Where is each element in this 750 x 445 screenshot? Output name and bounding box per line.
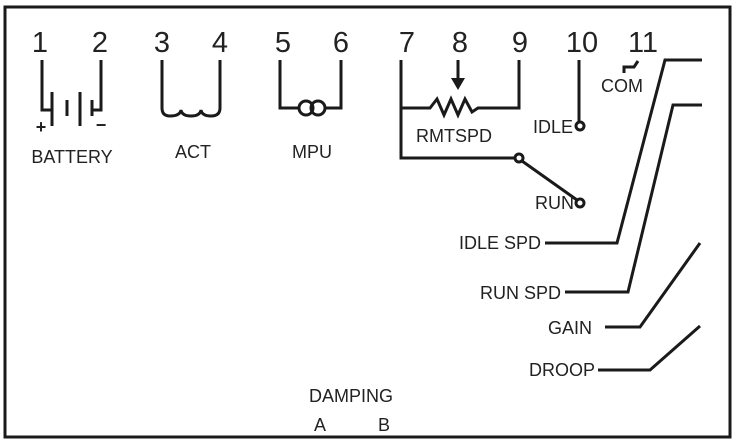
- actuator-coil: ACT: [160, 60, 222, 162]
- run-label: RUN: [535, 193, 574, 213]
- diagram-border: [3, 5, 732, 439]
- droop-label: DROOP: [529, 360, 595, 380]
- terminal-9: 9: [512, 27, 528, 59]
- idle-spd-label: IDLE SPD: [459, 233, 541, 253]
- battery-label: BATTERY: [31, 147, 112, 167]
- battery-plus: +: [36, 117, 47, 137]
- terminal-1: 1: [32, 27, 48, 59]
- idle-label: IDLE: [533, 117, 573, 137]
- terminal-5: 5: [275, 27, 291, 59]
- remote-speed-potentiometer: RMTSPD: [399, 60, 521, 160]
- damping-label: DAMPING: [309, 386, 393, 406]
- com-label: COM: [601, 76, 643, 96]
- wiper-arrow-icon: [451, 78, 465, 90]
- terminal-2: 2: [92, 27, 108, 59]
- terminal-11: 11: [628, 27, 658, 59]
- terminal-10: 10: [566, 27, 598, 59]
- mpu-label: MPU: [292, 142, 332, 162]
- battery-symbol: + − BATTERY: [31, 60, 113, 167]
- gain-label: GAIN: [548, 318, 592, 338]
- idle-run-switch: IDLE RUN: [513, 60, 586, 213]
- damping-a-label: A: [314, 415, 326, 435]
- terminal-8: 8: [452, 27, 468, 59]
- com-terminal: COM: [601, 60, 643, 96]
- terminal-3: 3: [154, 27, 170, 59]
- mpu-symbol: MPU: [278, 60, 343, 162]
- terminal-6: 6: [333, 27, 349, 59]
- damping-b-label: B: [378, 415, 390, 435]
- rmtspd-label: RMTSPD: [416, 126, 492, 146]
- terminal-4: 4: [212, 27, 228, 59]
- damping-terminals: DAMPING A B: [309, 386, 393, 435]
- terminal-7: 7: [399, 27, 415, 59]
- terminal-numbers: 1 2 3 4 5 6 7 8 9 10 11: [32, 27, 658, 59]
- battery-minus: −: [96, 115, 107, 135]
- act-label: ACT: [175, 142, 211, 162]
- potentiometer-leads: IDLE SPD RUN SPD GAIN DROOP: [459, 58, 702, 380]
- run-spd-label: RUN SPD: [480, 283, 561, 303]
